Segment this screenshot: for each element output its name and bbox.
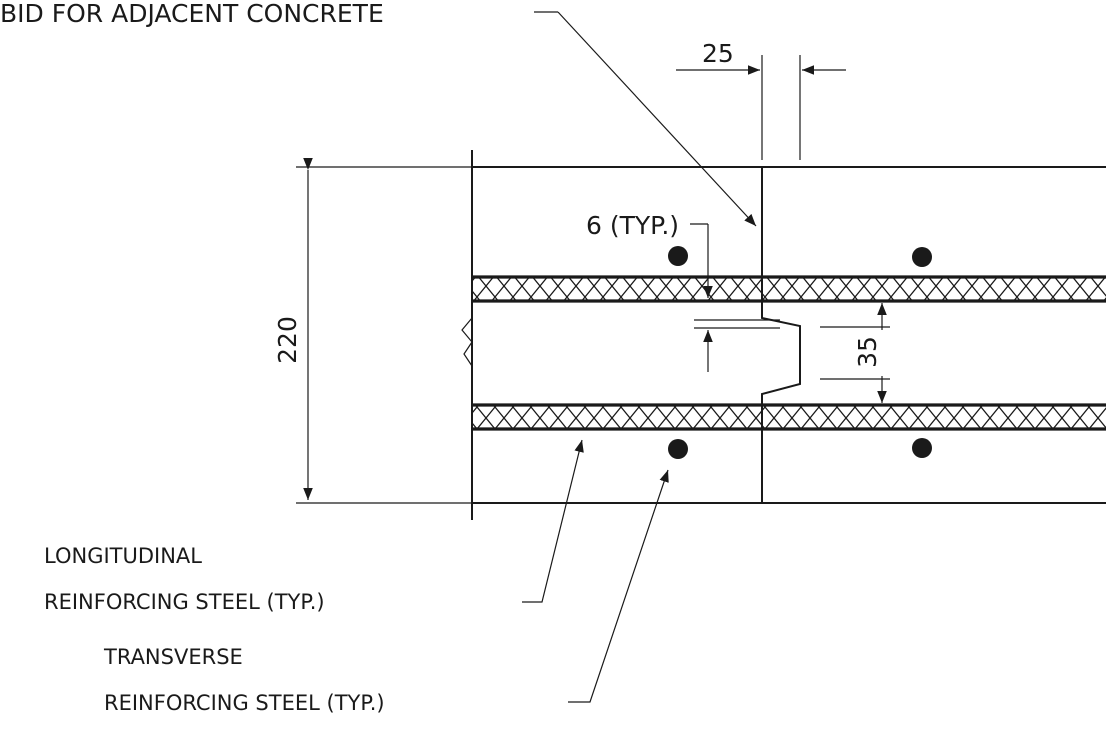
transverse-label-line1: TRANSVERSE (103, 645, 243, 669)
transverse-bar-dot (668, 439, 688, 459)
dimension-25 (676, 55, 846, 160)
dimension-35 (820, 303, 890, 403)
dimension-35-label: 35 (853, 336, 882, 368)
joint-profile (761, 167, 801, 503)
slab-outline (461, 150, 1106, 520)
leader-transverse (568, 469, 669, 703)
adjacent-concrete-label: BID FOR ADJACENT CONCRETE (0, 0, 384, 28)
longitudinal-label-line1: LONGITUDINAL (44, 544, 202, 568)
leader-adjacent-concrete (534, 11, 757, 227)
transverse-bar-dot (668, 246, 688, 266)
dimension-220-label: 220 (273, 316, 302, 364)
top-longitudinal-bar (472, 275, 1106, 303)
dimension-220 (296, 158, 472, 504)
break-line (461, 317, 473, 367)
transverse-bar-dot (912, 438, 932, 458)
transverse-bar-dot (912, 247, 932, 267)
dimension-25-label: 25 (702, 39, 734, 68)
typ-6-label: 6 (TYP.) (586, 211, 679, 240)
transverse-label-line2: REINFORCING STEEL (TYP.) (104, 691, 385, 715)
dimension-6-typ (690, 223, 780, 372)
longitudinal-label-line2: REINFORCING STEEL (TYP.) (44, 590, 325, 614)
leader-longitudinal (522, 439, 584, 603)
bottom-longitudinal-bar (472, 403, 1106, 431)
